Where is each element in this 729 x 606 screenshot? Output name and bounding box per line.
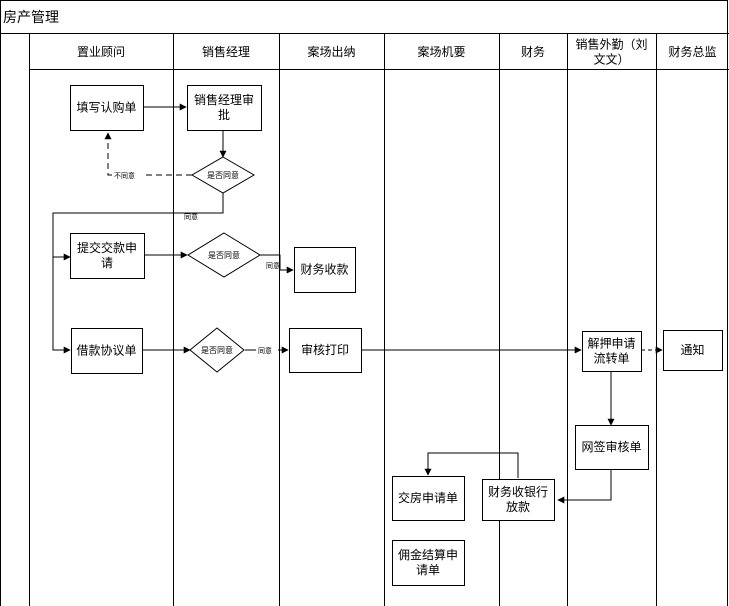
lane-header-lane-3: 案场出纳 [307,44,355,59]
lane-header-lane-6: 销售外勤（刘 [575,37,647,52]
node-label: 批 [218,107,230,122]
node-label: 财务收银行 [488,484,548,499]
edge-label-e9: 同意 [258,346,272,355]
node-label: 流转单 [593,351,629,366]
edge-e13 [557,469,612,504]
node-decision-1: 是否同意 [191,156,255,194]
node-decision-3: 是否同意 [189,327,245,373]
edge-e4 [52,193,224,261]
decision-diamond [191,156,255,194]
node-label: 解押申请 [587,337,635,351]
diagram-title: 房产管理 [3,10,59,26]
flow-edges [52,103,663,504]
process-box [482,479,555,521]
lane-header-lane-4: 案场机要 [417,44,465,59]
node-label: 是否同意 [201,345,233,355]
node-handover-request: 交房申请单 [392,476,465,521]
process-box [70,85,144,131]
edge-labels: 不同意 同意 同意 同意 [112,169,280,355]
process-box [392,540,465,586]
node-label: 请 [101,256,113,270]
process-box [71,328,143,374]
edge-e7 [52,257,71,354]
node-label: 财务收款 [300,262,348,277]
process-box [582,331,642,372]
process-box [294,247,356,293]
lane-header-lane-6: 文文） [593,52,629,67]
lane-header-lane-1: 置业顾问 [77,45,125,59]
lane-header-lane-2: 销售经理 [202,44,250,59]
node-label: 网签审核单 [581,439,641,454]
edge-e6 [260,254,294,274]
node-notify: 通知 [663,330,723,371]
node-label: 提交交款申 [77,240,137,255]
flow-nodes: 填写认购单销售经理审批是否同意提交交款申请是否同意财务收款借款协议单是否同意审核… [70,85,723,586]
decision-diamond [189,327,245,373]
node-label: 通知 [680,343,704,357]
decision-diamond [187,232,261,278]
node-review-print: 审核打印 [289,328,362,373]
node-finance-receipt: 财务收款 [294,247,356,293]
edge-e14 [424,452,519,478]
process-box [575,425,649,470]
node-label: 是否同意 [207,170,239,180]
node-online-sign-review: 网签审核单 [575,425,649,470]
node-label: 是否同意 [208,250,240,260]
node-label: 借款协议单 [76,343,136,358]
node-label: 审核打印 [301,342,349,357]
node-label: 填写认购单 [76,100,136,115]
node-decision-2: 是否同意 [187,232,261,278]
process-box [70,233,145,279]
lane-headers: 置业顾问 销售经理 案场出纳 案场机要 财务 销售外勤（刘文文） 财务总监 [77,37,717,67]
edge-label-e3: 不同意 [114,171,135,180]
node-label: 放款 [506,499,530,514]
lane-dividers [29,33,657,606]
node-loan-agreement: 借款协议单 [71,328,143,374]
process-box [663,330,723,371]
node-label: 销售经理审 [194,92,254,107]
lane-header-lane-7: 财务总监 [668,44,716,59]
process-box [187,85,262,131]
node-fill-subscription: 填写认购单 [70,85,144,131]
edge-label-e4: 同意 [184,212,198,221]
node-label: 交房申请单 [398,490,458,505]
lane-header-lane-5: 财务 [521,44,545,59]
process-box [289,328,362,373]
process-box [392,476,465,521]
edge-e3 [104,132,192,176]
edge-label-e6: 同意 [266,261,280,270]
node-label: 请单 [416,563,440,577]
node-label: 佣金结算申 [398,547,458,562]
